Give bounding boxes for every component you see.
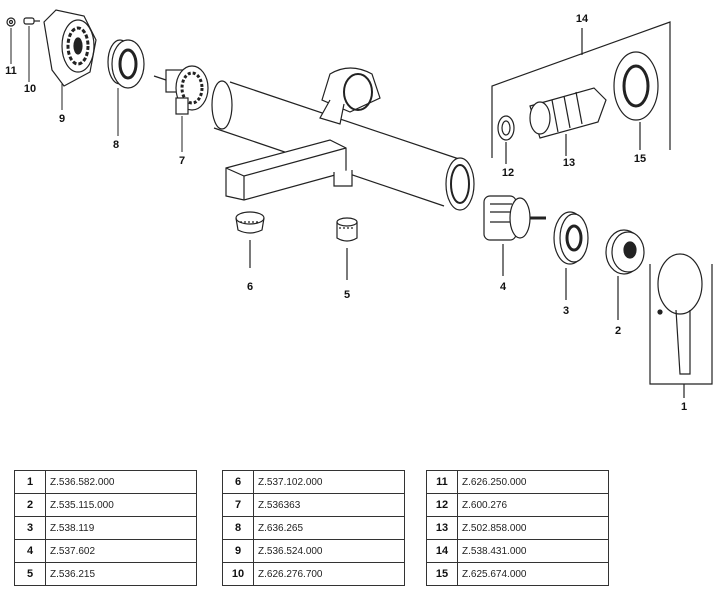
callout-8: 8 <box>113 139 119 151</box>
part-code: Z.538.119 <box>45 516 197 540</box>
part-code: Z.538.431.000 <box>457 539 609 563</box>
part-code: Z.536.582.000 <box>45 470 197 494</box>
part-number: 6 <box>222 470 254 494</box>
part-9-knob <box>43 9 97 87</box>
part-code: Z.537.602 <box>45 539 197 563</box>
callout-12: 12 <box>502 167 514 179</box>
part-number: 1 <box>14 470 46 494</box>
part-code: Z.536.524.000 <box>253 539 405 563</box>
part-13-extension <box>529 87 607 156</box>
part-code: Z.636.265 <box>253 516 405 540</box>
callout-1: 1 <box>681 401 687 413</box>
part-code: Z.537.102.000 <box>253 470 405 494</box>
part-1-lever <box>649 253 713 398</box>
callout-3: 3 <box>563 305 569 317</box>
part-number: 13 <box>426 516 458 540</box>
part-number: 15 <box>426 562 458 586</box>
callout-13: 13 <box>563 157 575 169</box>
callout-10: 10 <box>24 83 36 95</box>
valve-body <box>211 67 475 211</box>
part-6-aerator <box>235 211 265 268</box>
callout-4: 4 <box>500 281 507 293</box>
part-4-cartridge <box>483 195 546 276</box>
callout-5: 5 <box>344 289 350 301</box>
part-code: Z.626.250.000 <box>457 470 609 494</box>
callout-9: 9 <box>59 113 65 125</box>
part-code: Z.626.276.700 <box>253 562 405 586</box>
part-number: 14 <box>426 539 458 563</box>
part-number: 7 <box>222 493 254 517</box>
exploded-view-drawing: 1 2 3 4 5 6 7 8 9 10 11 12 13 14 15 <box>5 9 713 413</box>
callout-2: 2 <box>615 325 621 337</box>
part-15-escutcheon <box>613 51 659 150</box>
part-code: Z.536363 <box>253 493 405 517</box>
part-3-cap <box>553 211 589 300</box>
part-number: 11 <box>426 470 458 494</box>
callout-11: 11 <box>5 65 17 77</box>
part-code: Z.536.215 <box>45 562 197 586</box>
callout-7: 7 <box>179 155 185 167</box>
callout-14: 14 <box>576 13 589 25</box>
part-number: 5 <box>14 562 46 586</box>
callout-15: 15 <box>634 153 646 165</box>
part-11-nut <box>6 17 16 27</box>
part-14-bracket <box>491 21 671 158</box>
callout-labels: 1 2 3 4 5 6 7 8 9 10 11 12 13 14 15 <box>5 13 687 413</box>
part-12-oring <box>497 115 515 164</box>
part-number: 8 <box>222 516 254 540</box>
spout <box>225 139 353 201</box>
part-2-rosette <box>605 229 645 320</box>
part-code: Z.502.858.000 <box>457 516 609 540</box>
callout-6: 6 <box>247 281 253 293</box>
part-number: 12 <box>426 493 458 517</box>
part-number: 9 <box>222 539 254 563</box>
part-code: Z.535.115.000 <box>45 493 197 517</box>
part-5-connector <box>336 217 358 280</box>
part-code: Z.625.674.000 <box>457 562 609 586</box>
part-code: Z.600.276 <box>457 493 609 517</box>
part-10-screw <box>23 17 40 25</box>
part-number: 4 <box>14 539 46 563</box>
part-number: 2 <box>14 493 46 517</box>
part-number: 10 <box>222 562 254 586</box>
part-8-ring <box>107 39 145 89</box>
part-number: 3 <box>14 516 46 540</box>
part-7-cartridge <box>153 65 209 115</box>
